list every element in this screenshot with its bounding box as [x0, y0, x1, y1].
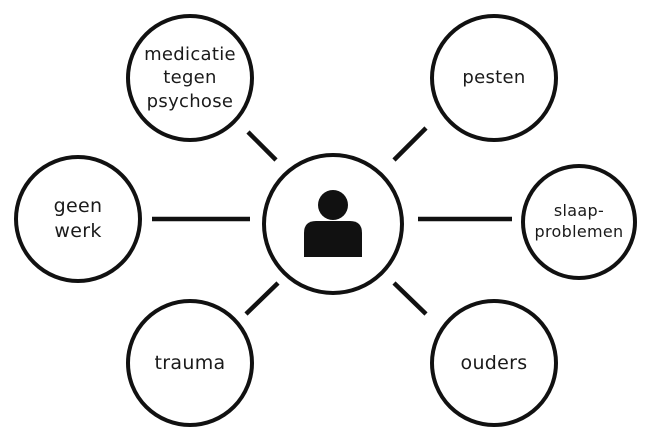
person-icon — [304, 190, 362, 257]
label-line: psychose — [146, 90, 234, 112]
node-pesten: pesten — [430, 14, 558, 142]
node-label: trauma — [154, 351, 226, 374]
connector-trauma — [244, 281, 280, 316]
node-geen-werk: geen werk — [14, 155, 142, 283]
node-label: slaap- problemen — [535, 201, 624, 243]
connector-ouders — [392, 281, 428, 316]
node-label: ouders — [460, 351, 528, 374]
node-label: medicatie tegen psychose — [144, 43, 236, 113]
node-medicatie-tegen-psychose: medicatie tegen psychose — [126, 14, 254, 142]
label-line: problemen — [534, 222, 624, 241]
node-trauma: trauma — [126, 299, 254, 427]
node-ouders: ouders — [430, 299, 558, 427]
label-line: medicatie — [144, 43, 236, 65]
center-node — [262, 153, 404, 295]
label-line: tegen — [163, 67, 217, 89]
connector-pesten — [392, 126, 428, 162]
label-line: geen — [53, 195, 103, 218]
node-label: geen werk — [54, 194, 103, 243]
node-slaap-problemen: slaap- problemen — [521, 164, 637, 280]
node-label: pesten — [462, 67, 526, 89]
label-line: werk — [54, 220, 102, 242]
connector-medicatie — [246, 130, 278, 162]
label-line: slaap- — [553, 201, 605, 221]
